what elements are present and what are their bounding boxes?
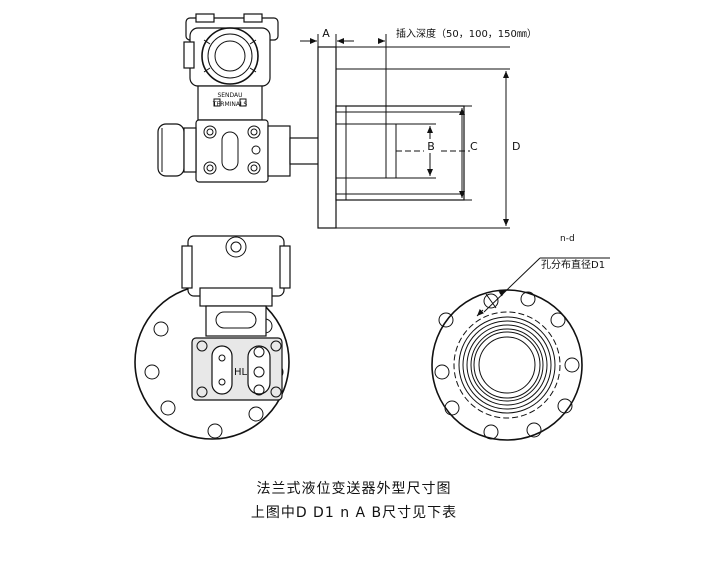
dim-a-label: A	[322, 27, 330, 40]
flange-front-view: n-d 孔分布直径D1	[431, 234, 610, 441]
dim-b-label: B	[427, 140, 435, 153]
dim-d-label: D	[512, 140, 520, 153]
dimension-a: A	[300, 27, 354, 48]
dimension-b: . B	[396, 123, 438, 179]
figure-caption-note: 上图中D D1 n A B尺寸见下表	[250, 505, 458, 521]
n-d-label: n-d	[560, 234, 575, 244]
dimension-c: C	[459, 105, 478, 201]
flange-section-view	[317, 34, 510, 229]
insertion-depth-label: 插入深度（50，100，150㎜）	[396, 27, 537, 40]
hl-label: HL	[234, 367, 248, 378]
sendau-label: SENDAU	[217, 92, 242, 99]
dimension-d: D	[503, 71, 520, 226]
dim-c-label: C	[470, 140, 478, 153]
terminals-label: TERMINALS	[212, 101, 248, 108]
flange-front-view-with-transmitter: HL	[134, 235, 291, 440]
figure-caption-title: 法兰式液位变送器外型尺寸图	[256, 481, 452, 497]
hole-circle-label: 孔分布直径D1	[541, 258, 605, 271]
insertion-depth-annotation: 插入深度（50，100，150㎜）	[378, 27, 537, 44]
